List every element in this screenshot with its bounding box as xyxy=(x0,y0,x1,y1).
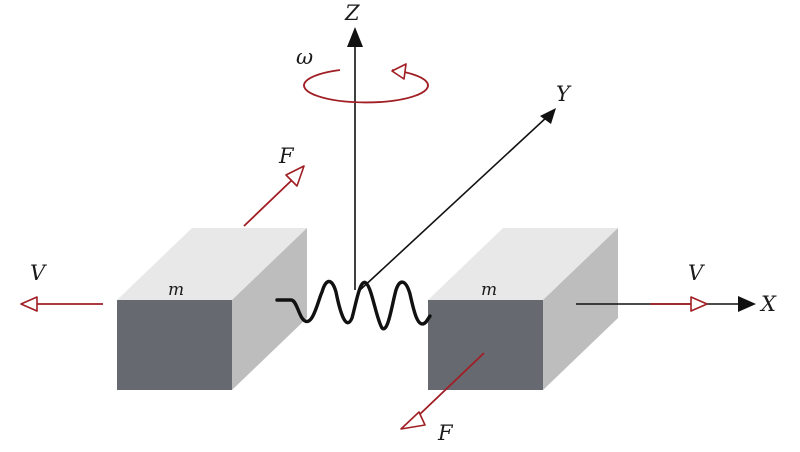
mass-block-left xyxy=(117,228,307,390)
mass-block-right xyxy=(428,228,618,390)
velocity-left-label: V xyxy=(30,261,47,285)
force-top-arrow-line xyxy=(243,179,293,227)
x-axis-arrowhead xyxy=(738,296,756,312)
z-axis-arrowhead xyxy=(347,27,363,47)
velocity-left-arrowhead xyxy=(20,296,38,312)
z-axis-label: Z xyxy=(344,1,360,25)
force-bottom-label: F xyxy=(437,421,454,445)
omega-label: ω xyxy=(296,45,313,69)
force-bottom-arrowhead xyxy=(400,411,426,430)
mass-block-right-top xyxy=(428,228,618,300)
y-axis-label: Y xyxy=(556,82,572,106)
omega-rotation-arc xyxy=(303,69,429,104)
mass-block-right-side xyxy=(543,228,618,390)
force-top-label: F xyxy=(278,144,295,168)
y-axis-arrowhead xyxy=(540,108,556,124)
x-axis-label: X xyxy=(759,292,777,316)
mass-right-label: m xyxy=(481,280,497,300)
spring xyxy=(275,279,432,331)
velocity-right-label: V xyxy=(688,261,705,285)
mass-left-label: m xyxy=(168,280,184,300)
mass-block-right-front xyxy=(428,300,543,390)
velocity-right-arrowhead xyxy=(690,296,708,312)
omega-arrowhead xyxy=(391,63,407,80)
y-axis-line xyxy=(359,115,549,291)
force-top-arrowhead xyxy=(285,165,305,187)
mass-block-left-top xyxy=(117,228,307,300)
mass-block-left-front xyxy=(117,300,232,390)
mass-block-left-side xyxy=(232,228,307,390)
force-bottom-arrow-line xyxy=(417,352,485,417)
